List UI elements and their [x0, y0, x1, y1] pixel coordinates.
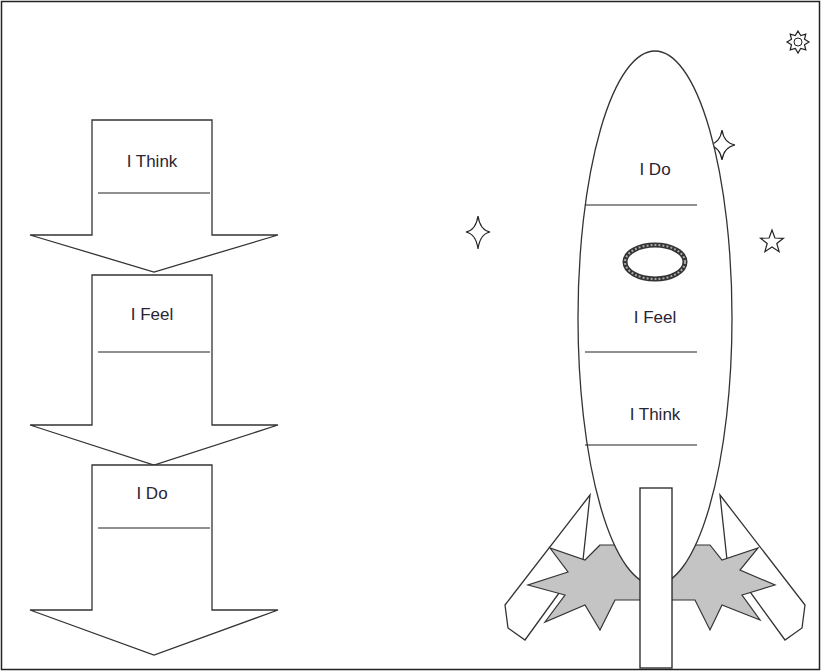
arrow-outline — [30, 275, 278, 465]
block-arrow: I Think — [30, 120, 278, 272]
sparkle-star — [466, 216, 490, 249]
rocket-window — [625, 245, 685, 279]
writing-line — [585, 444, 697, 445]
writing-line — [98, 527, 210, 528]
node-label: I Think — [577, 405, 733, 425]
outline-star — [761, 230, 784, 252]
arrow-outline — [30, 465, 278, 655]
node-outline — [30, 120, 278, 272]
arrow-outline — [30, 120, 278, 272]
rocket-exhaust — [640, 488, 672, 668]
node-label: I Do — [92, 484, 212, 504]
sun-symbol — [787, 31, 809, 53]
writing-line — [585, 351, 697, 352]
sun-core — [794, 38, 802, 46]
writing-line — [585, 204, 697, 205]
writing-line — [98, 351, 210, 352]
block-arrow: I Feel — [30, 275, 278, 465]
node-label: I Do — [577, 160, 733, 180]
node-label: I Feel — [92, 305, 212, 325]
node-outline — [30, 275, 278, 465]
block-arrow: I Do — [30, 465, 278, 655]
rocket-body: I Do I Feel I Think — [577, 50, 733, 586]
node-label: I Feel — [577, 308, 733, 328]
node-label: I Think — [92, 152, 212, 172]
writing-line — [98, 192, 210, 193]
rocket-outline — [578, 51, 732, 585]
window-ring — [625, 245, 685, 279]
